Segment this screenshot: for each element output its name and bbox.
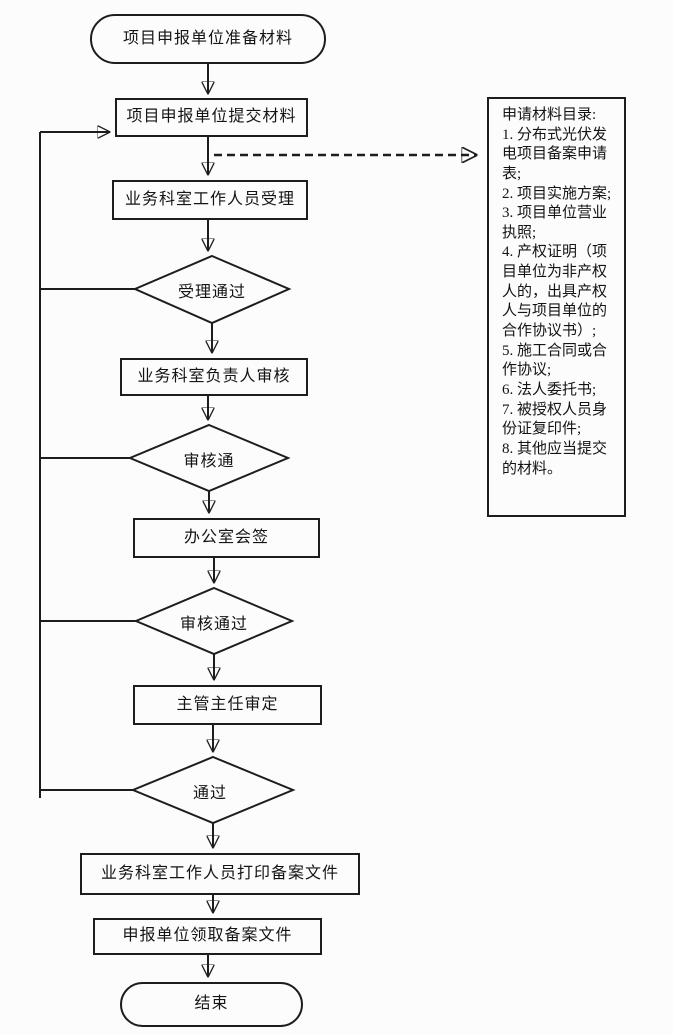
process-office-countersign: 办公室会签 [133, 518, 320, 558]
process-leader-review: 业务科室负责人审核 [120, 358, 308, 396]
materials-item: 7. 被授权人员身份证复印件; [502, 401, 608, 438]
office-countersign-label: 办公室会签 [183, 528, 269, 546]
materials-item: 1. 分布式光伏发电项目备案申请表; [502, 126, 608, 182]
director-approve-label: 主管主任审定 [176, 695, 279, 713]
leader-review-label: 业务科室负责人审核 [137, 367, 291, 385]
print-filing-label: 业务科室工作人员打印备案文件 [100, 864, 339, 882]
decision-review-diamond [127, 423, 291, 493]
process-director-approve: 主管主任审定 [133, 685, 322, 725]
materials-item: 8. 其他应当提交的材料。 [502, 440, 608, 477]
end-terminator: 结束 [120, 982, 303, 1027]
start-terminator: 项目申报单位准备材料 [90, 14, 326, 64]
end-label: 结束 [194, 995, 229, 1013]
decision-final-label: 通过 [192, 785, 228, 802]
materials-item: 6. 法人委托书; [502, 381, 597, 398]
materials-item: 3. 项目单位营业执照; [502, 205, 608, 241]
materials-item: 2. 项目实施方案; [502, 185, 612, 202]
materials-item: 5. 施工合同或合作协议; [502, 342, 608, 379]
decision-review-label: 审核通 [183, 453, 235, 470]
decision-countersign-label: 审核通过 [179, 616, 249, 633]
materials-item: 4. 产权证明（项目单位为非产权人的，出具产权人与项目单位的合作协议书）; [502, 244, 608, 340]
staff-accept-label: 业务科室工作人员受理 [124, 190, 295, 208]
materials-panel: 申请材料目录: 1. 分布式光伏发电项目备案申请表; 2. 项目实施方案; 3.… [487, 97, 626, 517]
decision-accept-diamond [132, 254, 292, 325]
process-collect-filing: 申报单位领取备案文件 [93, 918, 322, 955]
decision-accept-label: 受理通过 [177, 284, 247, 301]
decision-countersign-diamond [133, 586, 295, 656]
process-staff-accept: 业务科室工作人员受理 [112, 180, 308, 220]
process-print-filing: 业务科室工作人员打印备案文件 [80, 853, 360, 895]
materials-panel-title: 申请材料目录: [502, 107, 597, 123]
collect-filing-label: 申报单位领取备案文件 [122, 927, 293, 945]
process-submit-materials: 项目申报单位提交材料 [115, 98, 308, 137]
decision-final-diamond [130, 755, 296, 825]
start-label: 项目申报单位准备材料 [122, 29, 293, 47]
submit-label: 项目申报单位提交材料 [126, 108, 297, 126]
